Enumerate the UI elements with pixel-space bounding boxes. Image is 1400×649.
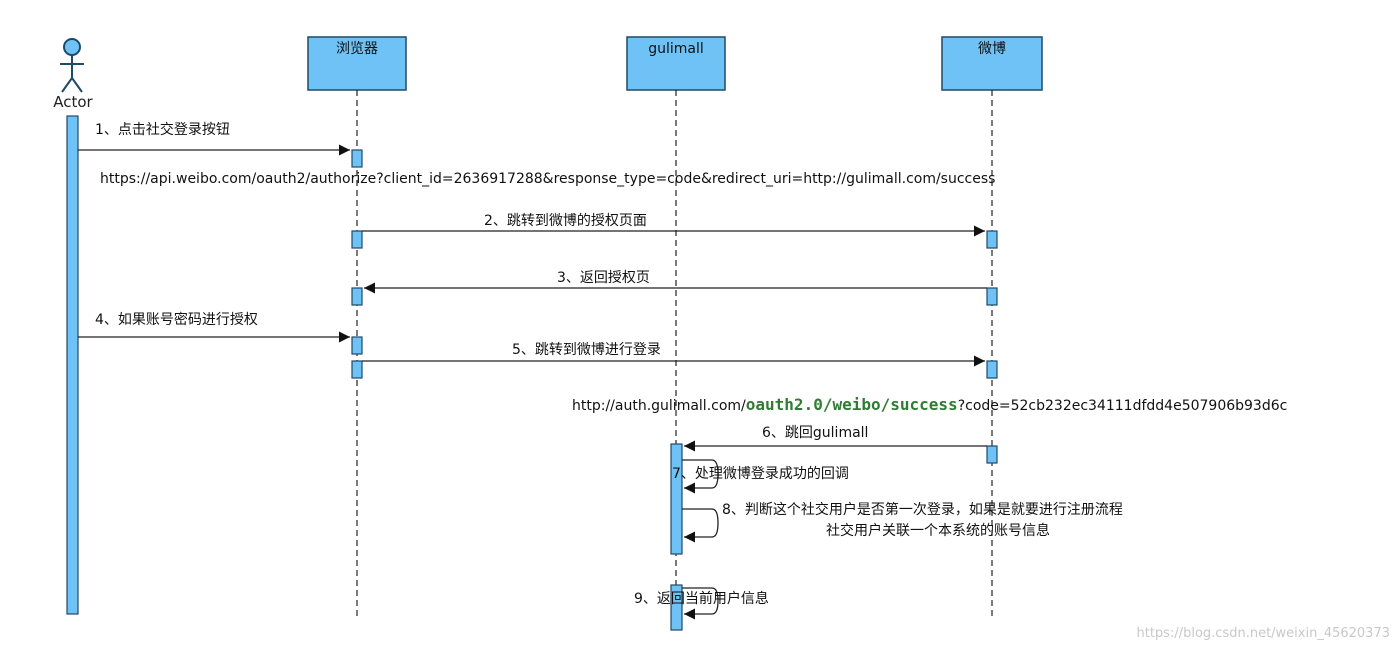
actor-activation-bar: [66, 115, 79, 615]
callback-url-prefix: http://auth.gulimall.com/: [572, 398, 746, 414]
message-3-label: 3、返回授权页: [557, 270, 650, 286]
authorize-url-note: https://api.weibo.com/oauth2/authorize?c…: [100, 171, 995, 187]
browser-activation-1: [351, 149, 363, 168]
message-1-label: 1、点击社交登录按钮: [95, 121, 230, 138]
message-2-label: 2、跳转到微博的授权页面: [484, 212, 647, 229]
browser-activation-2: [351, 230, 363, 249]
actor-label: Actor: [53, 93, 93, 111]
message-5-label: 5、跳转到微博进行登录: [512, 341, 661, 358]
message-7-label: 7、处理微博登录成功的回调: [672, 465, 849, 482]
callback-url-suffix: ?code=52cb232ec34111dfdd4e507906b93d6c: [958, 398, 1288, 414]
weibo-activation-4: [986, 445, 998, 464]
gulimall-activation-2: [670, 584, 683, 631]
participant-gulimall: gulimall: [626, 36, 726, 91]
message-8-label: 8、判断这个社交用户是否第一次登录，如果是就要进行注册流程: [722, 501, 1123, 518]
weibo-activation-3: [986, 360, 998, 379]
participant-browser-label: 浏览器: [336, 41, 378, 57]
callback-url-note: http://auth.gulimall.com/oauth2.0/weibo/…: [572, 395, 1287, 414]
message-4-label: 4、如果账号密码进行授权: [95, 311, 258, 328]
message-9-arrow: [682, 587, 719, 620]
actor-figure-icon: [60, 38, 84, 93]
participant-browser: 浏览器: [307, 36, 407, 91]
message-8-label-line2: 社交用户关联一个本系统的账号信息: [826, 522, 1050, 539]
message-7-arrow: [682, 459, 719, 494]
participant-weibo: 微博: [941, 36, 1043, 91]
browser-activation-3: [351, 287, 363, 306]
message-9-label: 9、返回当前用户信息: [634, 590, 769, 607]
browser-activation-5: [351, 360, 363, 379]
participant-gulimall-label: gulimall: [648, 41, 704, 57]
watermark: https://blog.csdn.net/weixin_45620373: [1136, 626, 1390, 641]
gulimall-activation-1: [670, 443, 683, 555]
participant-weibo-label: 微博: [978, 40, 1006, 57]
callback-url-path: oauth2.0/weibo/success: [746, 395, 958, 414]
message-8-arrow: [682, 508, 719, 543]
browser-activation-4: [351, 336, 363, 355]
weibo-activation-2: [986, 287, 998, 306]
weibo-activation-1: [986, 230, 998, 249]
message-6-label: 6、跳回gulimall: [762, 425, 868, 441]
